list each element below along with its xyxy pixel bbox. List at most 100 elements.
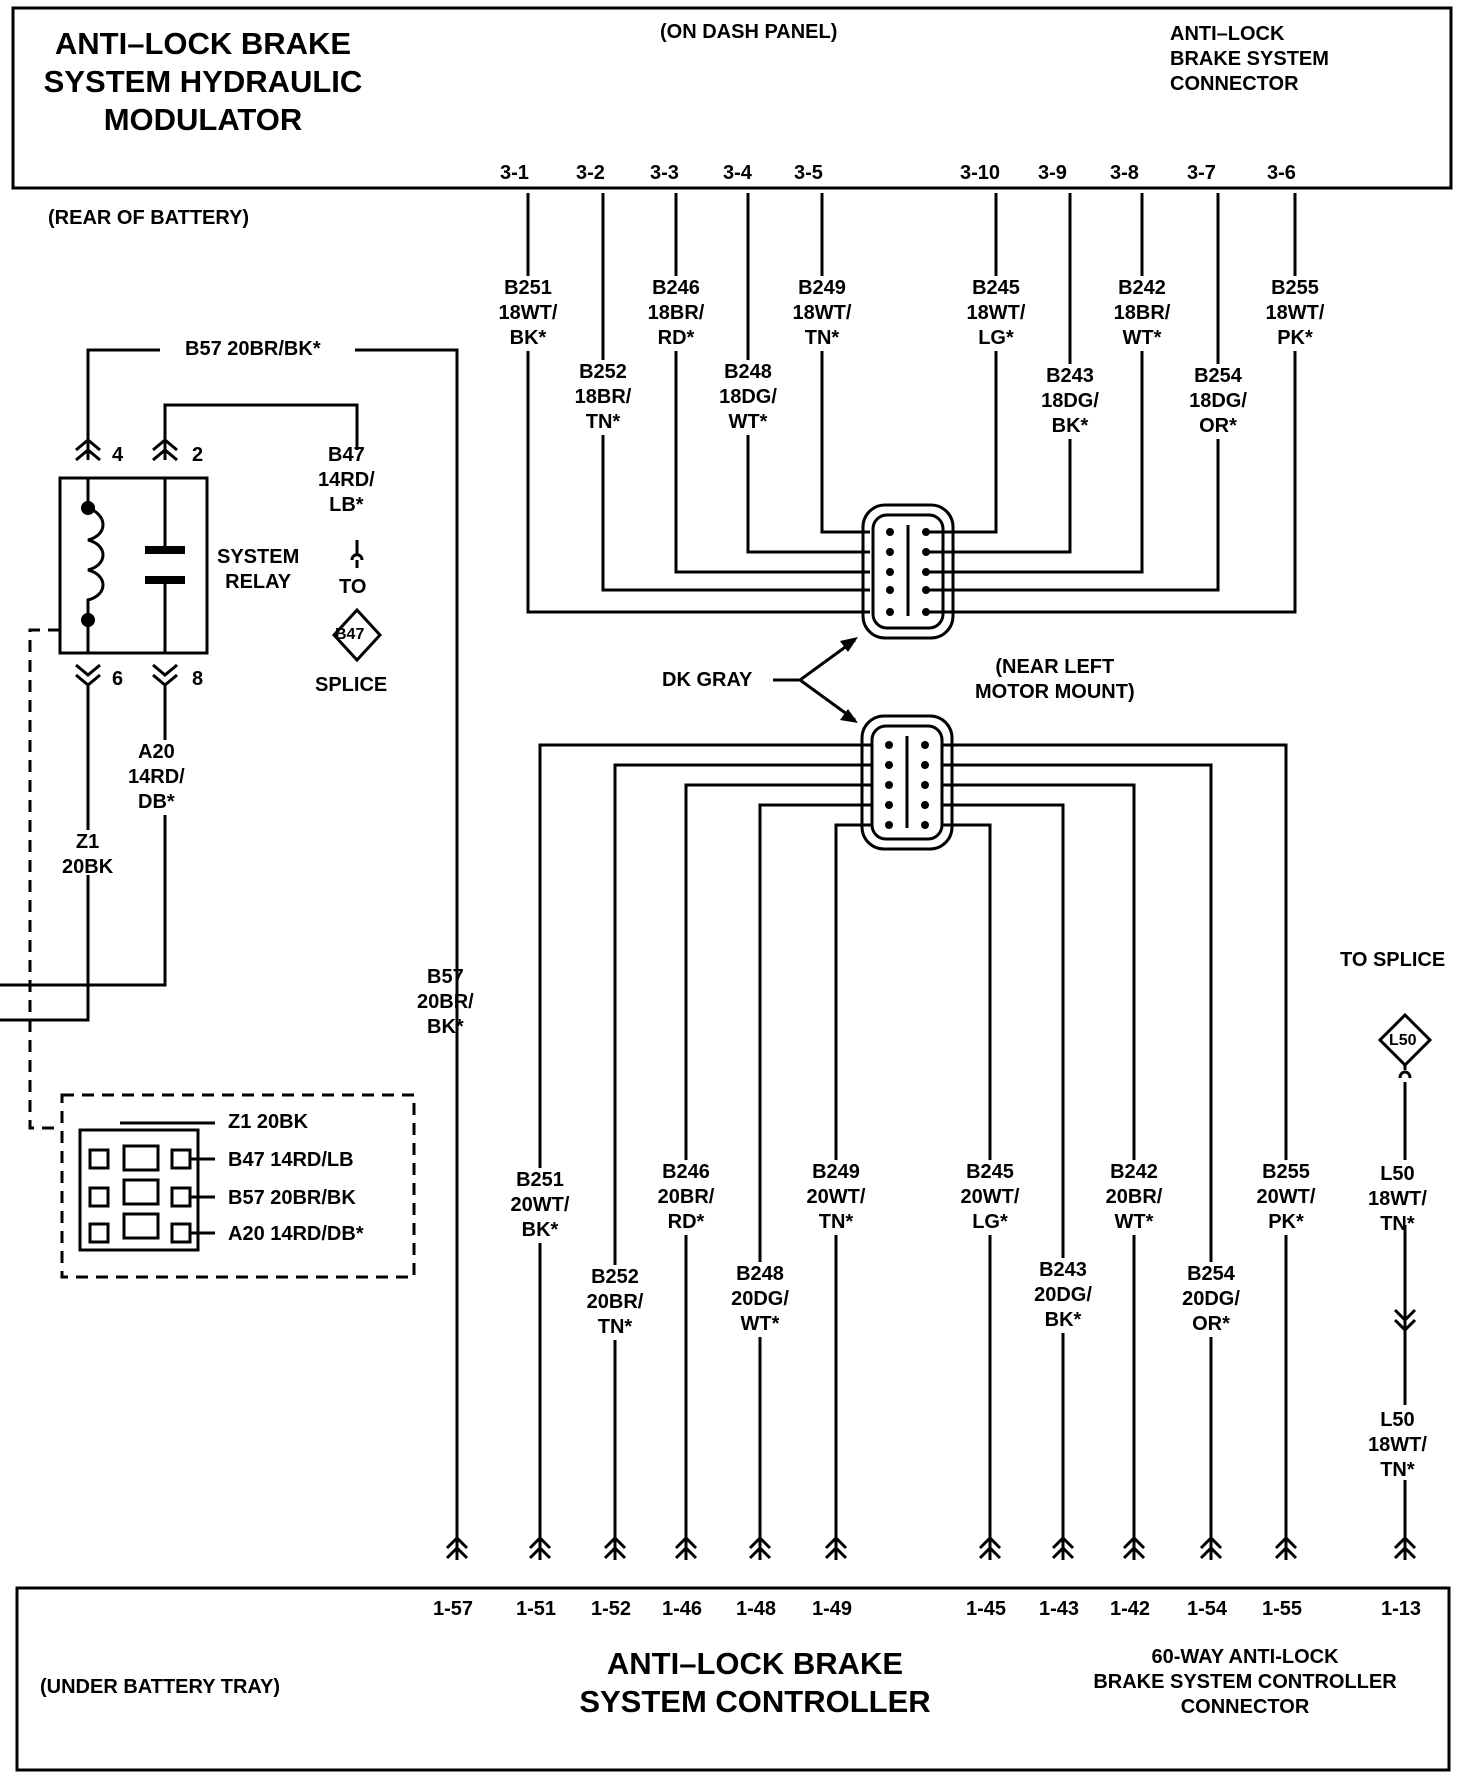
system-relay-label: SYSTEM RELAY [217, 546, 300, 593]
modulator-box [11, 6, 1453, 190]
relay-pin-4: 4 [112, 444, 124, 466]
to-splice-label: TO SPLICE [1340, 949, 1446, 971]
wire-relay-pin2 [163, 403, 359, 460]
controller-pin: 1-54 [1187, 1598, 1228, 1620]
lower-wire-label-b252: B252 20BR/ TN* [573, 1265, 657, 1340]
controller-title: ANTI–LOCK BRAKE SYSTEM CONTROLLER [579, 1646, 931, 1719]
z1-wire-label: Z1 20BK [62, 831, 114, 878]
b57-top-label: B57 20BR/BK* [185, 338, 321, 360]
wire-b243-upper [928, 193, 1072, 554]
controller-pin: 1-57 [433, 1598, 474, 1620]
wire-b57-vertical [355, 348, 459, 1560]
lower-wire-label-b243: B243 20DG/ BK* [1021, 1258, 1105, 1333]
relay-box [58, 476, 209, 655]
relay-conn-a20: A20 14RD/DB* [228, 1223, 364, 1245]
controller-pin: 1-48 [736, 1598, 777, 1620]
controller-connector-label: 60-WAY ANTI-LOCK BRAKE SYSTEM CONTROLLER… [1093, 1646, 1397, 1718]
l50-lower-label: L50 18WT/ TN* [1368, 1409, 1427, 1481]
b57-vertical-label: B57 20BR/ BK* [417, 966, 474, 1038]
relay-connector-face [78, 1128, 200, 1252]
lower-wire-label-b249: B249 20WT/ TN* [794, 1160, 878, 1235]
controller-pin: 1-42 [1110, 1598, 1151, 1620]
modulator-pin: 3-8 [1110, 162, 1139, 184]
wire-b249-lower [834, 823, 872, 1560]
controller-pin: 1-52 [591, 1598, 632, 1620]
lower-wire-label-b245: B245 20WT/ LG* [948, 1160, 1032, 1235]
upper-wire-label-b249: B249 18WT/ TN* [780, 276, 864, 351]
wire-b254-upper [928, 193, 1220, 592]
lower-wire-label-b246: B246 20BR/ RD* [644, 1160, 728, 1235]
controller-pin: 1-43 [1039, 1598, 1080, 1620]
dash-panel-location: (ON DASH PANEL) [660, 21, 838, 43]
relay-pin-6: 6 [112, 668, 124, 690]
b47-splice-label: B47 [335, 626, 365, 643]
relay-conn-z1: Z1 20BK [228, 1111, 309, 1133]
a20-wire-label: A20 14RD/ DB* [128, 741, 185, 813]
wire-a20-lower [0, 815, 167, 987]
modulator-pin: 3-6 [1267, 162, 1296, 184]
relay-pin-8: 8 [192, 668, 204, 690]
lower-connector-inner [870, 724, 944, 841]
upper-wire-label-b255: B255 18WT/ PK* [1253, 276, 1337, 351]
upper-connector-inner [871, 513, 945, 630]
lower-wire-label-b248: B248 20DG/ WT* [718, 1262, 802, 1337]
b47-splice-diamond [331, 607, 383, 663]
controller-pin: 1-49 [812, 1598, 853, 1620]
modulator-pin: 3-4 [723, 162, 752, 184]
modulator-pin: 3-3 [650, 162, 679, 184]
modulator-pin: 3-5 [794, 162, 823, 184]
wire-b245-lower [942, 823, 992, 1560]
upper-wire-label-b242: B242 18BR/ WT* [1100, 276, 1184, 351]
wire-b57-top-left [86, 348, 160, 460]
l50-upper-label: L50 18WT/ TN* [1368, 1163, 1427, 1235]
controller-pin: 1-51 [516, 1598, 557, 1620]
modulator-pin: 3-10 [960, 162, 1001, 184]
modulator-pin: 3-9 [1038, 162, 1067, 184]
l50-splice-label: L50 [1389, 1032, 1417, 1049]
to-label: TO [339, 576, 367, 598]
controller-pin: 1-45 [966, 1598, 1007, 1620]
wire-b251-lower [538, 743, 872, 1560]
wire-b252-upper [601, 193, 870, 592]
relay-connector-box [60, 1093, 416, 1279]
lower-wire-label-b251: B251 20WT/ BK* [498, 1168, 582, 1243]
lower-wire-label-b242: B242 20BR/ WT* [1092, 1160, 1176, 1235]
upper-wire-label-b243: B243 18DG/ BK* [1028, 364, 1112, 439]
wire-b248-upper [746, 193, 870, 554]
dashed-ground [28, 628, 60, 1130]
rear-of-battery-location: (REAR OF BATTERY) [48, 207, 250, 229]
controller-pin: 1-46 [662, 1598, 703, 1620]
wire-b255-lower [942, 743, 1288, 1560]
relay-pin-2: 2 [192, 444, 204, 466]
wire-b249-upper [820, 193, 870, 534]
upper-wire-label-b246: B246 18BR/ RD* [634, 276, 718, 351]
splice-label: SPLICE [315, 674, 388, 696]
lower-wire-label-b254: B254 20DG/ OR* [1169, 1262, 1253, 1337]
upper-connector-outer [861, 503, 955, 640]
lower-wire-label-b255: B255 20WT/ PK* [1244, 1160, 1328, 1235]
l50-splice-diamond [1377, 1012, 1433, 1068]
wire-z1-lower [0, 875, 90, 1022]
b47-wire-label: B47 14RD/ LB* [318, 444, 375, 516]
under-battery-location: (UNDER BATTERY TRAY) [40, 1676, 281, 1698]
upper-wire-label-b252: B252 18BR/ TN* [561, 360, 645, 435]
upper-wire-label-b254: B254 18DG/ OR* [1176, 364, 1260, 439]
controller-box [15, 1586, 1451, 1772]
wire-b246-lower [684, 783, 872, 1560]
dk-gray-label: DK GRAY [662, 669, 753, 691]
wire-b245-upper [928, 193, 998, 534]
modulator-pin: 3-7 [1187, 162, 1216, 184]
controller-pin: 1-13 [1381, 1598, 1422, 1620]
controller-pin: 1-55 [1262, 1598, 1303, 1620]
relay-conn-b57: B57 20BR/BK [228, 1187, 356, 1209]
wire-b242-lower [942, 783, 1136, 1560]
lower-connector-outer [860, 714, 954, 851]
upper-wire-label-b245: B245 18WT/ LG* [954, 276, 1038, 351]
modulator-title: ANTI–LOCK BRAKE SYSTEM HYDRAULIC MODULAT… [43, 26, 363, 137]
relay-coil [86, 506, 105, 620]
upper-wire-label-b248: B248 18DG/ WT* [706, 360, 790, 435]
upper-wire-label-b251: B251 18WT/ BK* [486, 276, 570, 351]
relay-conn-b47: B47 14RD/LB [228, 1149, 354, 1171]
near-left-motor-label: (NEAR LEFT MOTOR MOUNT) [975, 656, 1135, 703]
